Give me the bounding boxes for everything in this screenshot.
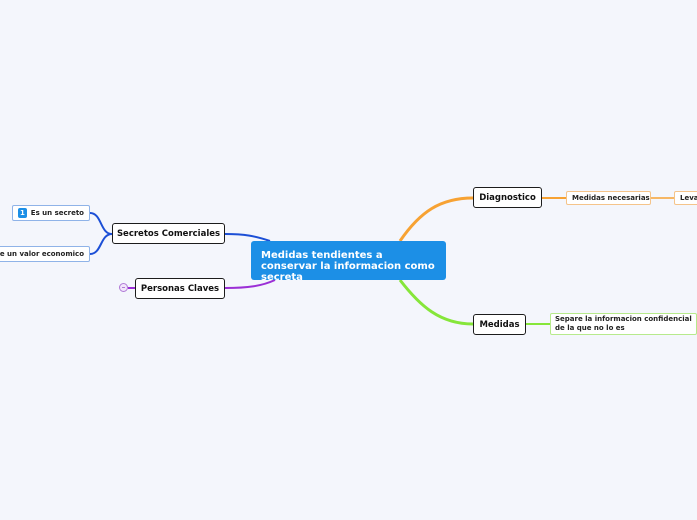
connector-secretos: [224, 233, 271, 242]
topic-diagnostico[interactable]: Diagnostico: [473, 187, 542, 208]
subtopic-medidas-necesarias-label: Medidas necesarias: [572, 194, 650, 202]
subtopic-separe-informacion[interactable]: Separe la informacion confidencial de la…: [550, 313, 697, 335]
topic-personas-claves-label: Personas Claves: [140, 283, 220, 294]
central-topic[interactable]: Medidas tendientes a conservar la inform…: [251, 241, 446, 283]
topic-secretos-comerciales-label: Secretos Comerciales: [116, 228, 221, 239]
subtopic-valor-economico-label: Tiene un valor economico: [0, 250, 84, 258]
collapse-toggle-icon[interactable]: [119, 283, 128, 292]
subtopic-valor-economico[interactable]: Tiene un valor economico: [0, 246, 90, 262]
topic-personas-claves[interactable]: Personas Claves: [135, 278, 225, 299]
topic-medidas[interactable]: Medidas: [473, 314, 526, 335]
connector-diagnostico: [398, 196, 474, 242]
topic-diagnostico-label: Diagnostico: [479, 192, 536, 203]
connector-valor-economico: [89, 233, 113, 255]
topic-medidas-label: Medidas: [479, 319, 520, 330]
central-topic-label: Medidas tendientes a conservar la inform…: [261, 250, 435, 283]
subtopic-medidas-necesarias[interactable]: Medidas necesarias: [566, 191, 651, 205]
priority-1-icon: 1: [18, 208, 27, 218]
subtopic-levar[interactable]: Levar: [674, 191, 697, 205]
subtopic-es-un-secreto[interactable]: 1 Es un secreto: [12, 205, 90, 221]
subtopic-separe-informacion-label: Separe la informacion confidencial de la…: [555, 315, 692, 332]
connector-personas: [224, 279, 276, 289]
connector-medidas: [398, 279, 474, 326]
subtopic-es-un-secreto-label: Es un secreto: [30, 209, 84, 217]
connector-es-un-secreto: [89, 212, 113, 235]
subtopic-levar-label: Levar: [680, 194, 697, 202]
topic-secretos-comerciales[interactable]: Secretos Comerciales: [112, 223, 225, 244]
